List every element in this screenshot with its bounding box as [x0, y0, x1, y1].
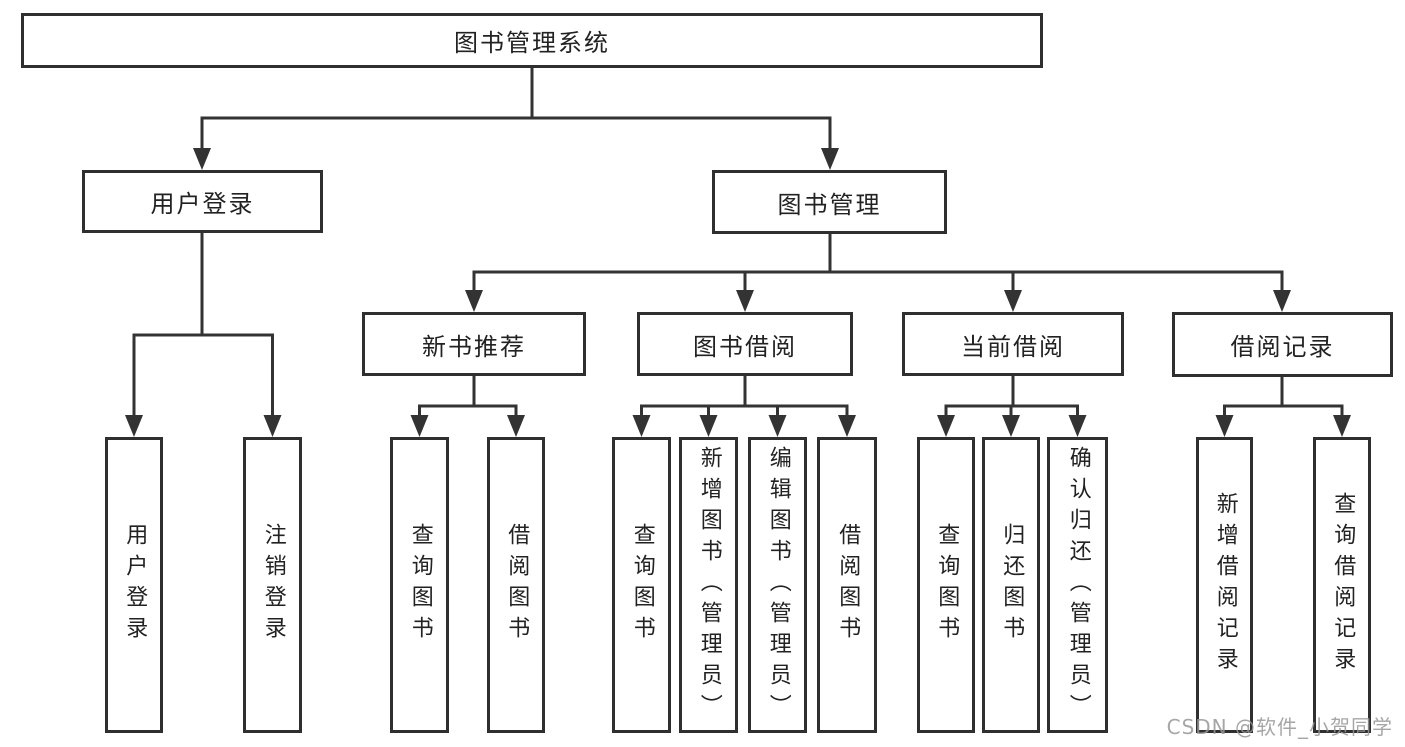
leaf-user-login: 用户登录: [105, 437, 163, 733]
leaf-borrow-books-borrowing: 借阅图书: [817, 437, 877, 733]
node-book-borrowing: 图书借阅: [637, 312, 853, 376]
node-borrowing-records: 借阅记录: [1172, 312, 1393, 377]
leaf-edit-books-admin-label: 编辑图书（管理员）: [765, 445, 791, 725]
node-borrowing-records-label: 借阅记录: [1230, 333, 1335, 361]
node-book-borrowing-label: 图书借阅: [693, 332, 797, 361]
leaf-logout: 注销登录: [243, 437, 302, 733]
leaf-query-borrow-record: 查询借阅记录: [1313, 437, 1371, 733]
node-new-book-recommendation-label: 新书推荐: [422, 332, 526, 361]
leaf-edit-books-admin: 编辑图书（管理员）: [748, 437, 807, 733]
leaf-query-books-recommend: 查询图书: [390, 437, 449, 733]
node-root-label: 图书管理系统: [454, 29, 610, 57]
leaf-add-books-admin-label: 新增图书（管理员）: [696, 445, 722, 725]
node-user-login: 用户登录: [82, 170, 323, 233]
leaf-borrow-books-recommend-label: 借阅图书: [504, 523, 530, 647]
node-current-borrowing: 当前借阅: [902, 312, 1124, 376]
leaf-query-books-borrowing-label: 查询图书: [629, 523, 655, 647]
leaf-borrow-books-borrowing-label: 借阅图书: [835, 523, 861, 647]
node-current-borrowing-label: 当前借阅: [961, 332, 1065, 361]
leaf-return-books: 归还图书: [982, 437, 1040, 733]
leaf-user-login-label: 用户登录: [122, 523, 148, 647]
leaf-return-books-label: 归还图书: [999, 523, 1025, 647]
leaf-query-books-borrowing: 查询图书: [612, 437, 671, 733]
csdn-watermark: CSDN @软件_小贺同学: [1166, 715, 1393, 739]
node-user-login-label: 用户登录: [150, 190, 255, 218]
leaf-query-books-current-label: 查询图书: [934, 523, 960, 647]
node-root: 图书管理系统: [21, 13, 1043, 68]
leaf-logout-label: 注销登录: [260, 523, 286, 647]
node-new-book-recommendation: 新书推荐: [362, 312, 586, 376]
leaf-query-books-current: 查询图书: [917, 437, 975, 733]
leaf-borrow-books-recommend: 借阅图书: [487, 437, 545, 733]
node-book-management-label: 图书管理: [777, 190, 882, 219]
leaf-add-borrow-record-label: 新增借阅记录: [1212, 492, 1238, 678]
leaf-query-books-recommend-label: 查询图书: [407, 523, 433, 647]
leaf-query-borrow-record-label: 查询借阅记录: [1330, 492, 1356, 678]
node-book-management: 图书管理: [712, 170, 947, 234]
leaf-add-books-admin: 新增图书（管理员）: [679, 437, 738, 733]
leaf-add-borrow-record: 新增借阅记录: [1196, 437, 1253, 733]
leaf-confirm-return-admin-label: 确认归还（管理员）: [1065, 445, 1091, 725]
leaf-confirm-return-admin: 确认归还（管理员）: [1047, 437, 1108, 733]
